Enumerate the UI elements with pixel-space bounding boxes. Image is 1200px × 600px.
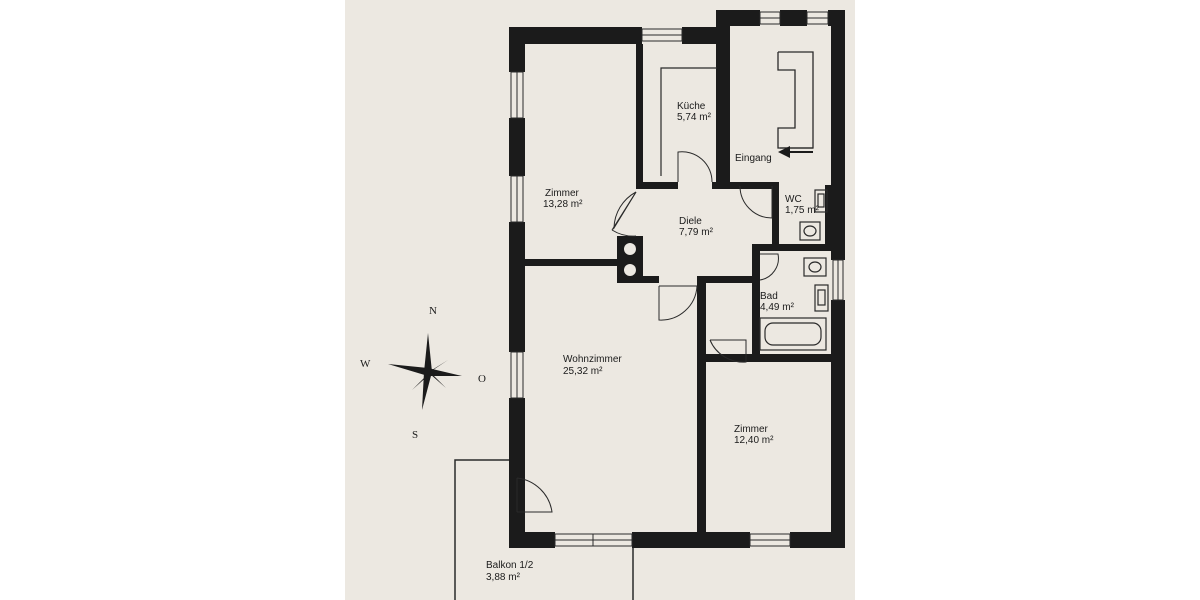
door-swings (516, 151, 779, 513)
wohnzimmer-name: Wohnzimmer (563, 354, 622, 365)
zimmer-nw-area: 13,28 m² (543, 199, 583, 210)
bad-name: Bad (760, 291, 778, 302)
balkon-name: Balkon 1/2 (486, 560, 534, 571)
diele-name: Diele (679, 216, 702, 227)
eingang-name: Eingang (735, 153, 772, 164)
kueche-area: 5,74 m² (677, 112, 712, 123)
chimney-block (617, 236, 643, 283)
bath-fixtures (759, 257, 829, 351)
balcony-outline (454, 459, 634, 600)
bad-area: 4,49 m² (760, 302, 795, 313)
diele-area: 7,79 m² (679, 227, 714, 238)
entrance-arrow (778, 146, 813, 158)
wohnzimmer-area: 25,32 m² (563, 366, 603, 377)
windows (510, 11, 844, 547)
entrance-closet (777, 51, 814, 149)
kueche-name: Küche (677, 101, 706, 112)
paper-sheet (345, 0, 855, 600)
zimmer-se-name: Zimmer (734, 424, 769, 435)
wc-fixtures (799, 189, 828, 241)
wc-name: WC (785, 194, 802, 205)
compass-east-label: O (478, 373, 486, 385)
wc-area: 1,75 m² (785, 205, 820, 216)
compass-north-label: N (429, 305, 437, 317)
exterior-walls (509, 10, 845, 548)
compass-south-label: S (412, 429, 418, 441)
balkon-area: 3,88 m² (486, 572, 521, 583)
compass-west-label: W (360, 358, 371, 370)
zimmer-nw-name: Zimmer (545, 188, 580, 199)
kitchen-counter (660, 67, 717, 176)
zimmer-se-area: 12,40 m² (734, 435, 774, 446)
compass-rose (388, 333, 462, 410)
